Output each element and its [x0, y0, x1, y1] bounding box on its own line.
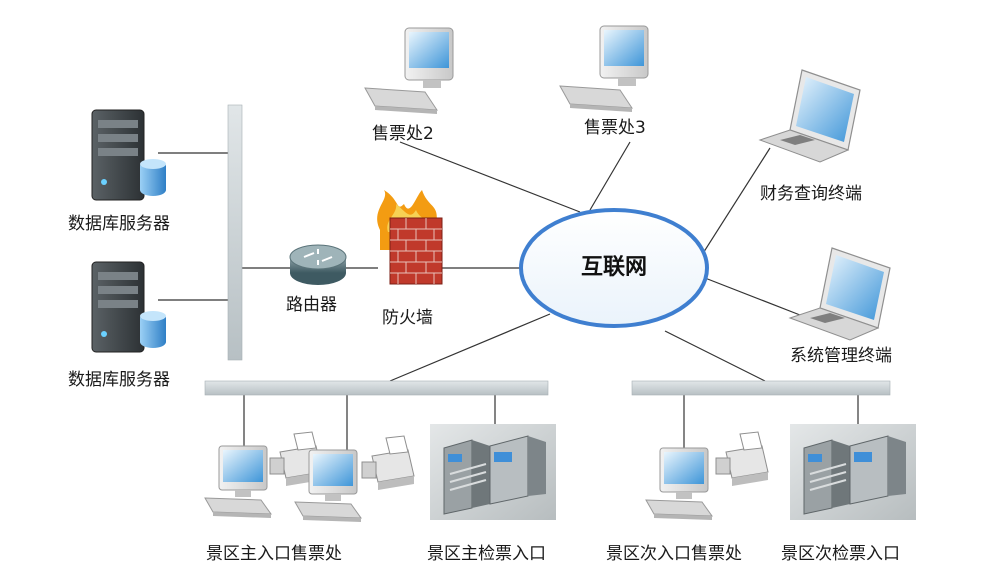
secondary-entrance-backbone-bar — [631, 380, 891, 396]
firewall-label: 防火墙 — [382, 308, 433, 328]
ticket-printer-icon — [715, 431, 769, 486]
ticket-office-computer-icon — [204, 445, 272, 518]
main-entrance-backbone-bar — [204, 380, 549, 396]
laptop-icon — [788, 247, 891, 341]
internet-cloud — [519, 208, 709, 328]
vertical-backbone-bar — [227, 104, 243, 361]
ticket-printer-icon — [361, 435, 415, 490]
internet-label: 互联网 — [581, 255, 648, 280]
firewall-icon — [377, 190, 443, 285]
database-server-icon — [91, 109, 166, 201]
main-check-gate-label: 景区主检票入口 — [427, 544, 546, 564]
connection-lines — [158, 141, 859, 460]
desktop-computer-icon — [364, 27, 454, 114]
system-terminal-label: 系统管理终端 — [790, 346, 892, 366]
turnstile-gate-icon — [790, 424, 916, 520]
secondary-check-gate-label: 景区次检票入口 — [781, 544, 900, 564]
ticket-office-3-label: 售票处3 — [584, 118, 646, 138]
db-server-1-label: 数据库服务器 — [68, 214, 170, 234]
ticket-office-2-label: 售票处2 — [372, 124, 434, 144]
db-server-2-label: 数据库服务器 — [68, 370, 170, 390]
database-server-icon — [91, 261, 166, 353]
router-icon — [289, 244, 347, 285]
ticket-office-computer-icon — [645, 447, 713, 520]
turnstile-gate-icon — [430, 424, 556, 520]
router-label: 路由器 — [286, 295, 337, 315]
secondary-entrance-office-label: 景区次入口售票处 — [606, 544, 742, 564]
laptop-icon — [758, 69, 861, 163]
main-entrance-office-label: 景区主入口售票处 — [206, 544, 342, 564]
desktop-computer-icon — [559, 25, 649, 112]
ticket-office-computer-icon — [294, 449, 362, 522]
finance-terminal-label: 财务查询终端 — [760, 184, 862, 204]
